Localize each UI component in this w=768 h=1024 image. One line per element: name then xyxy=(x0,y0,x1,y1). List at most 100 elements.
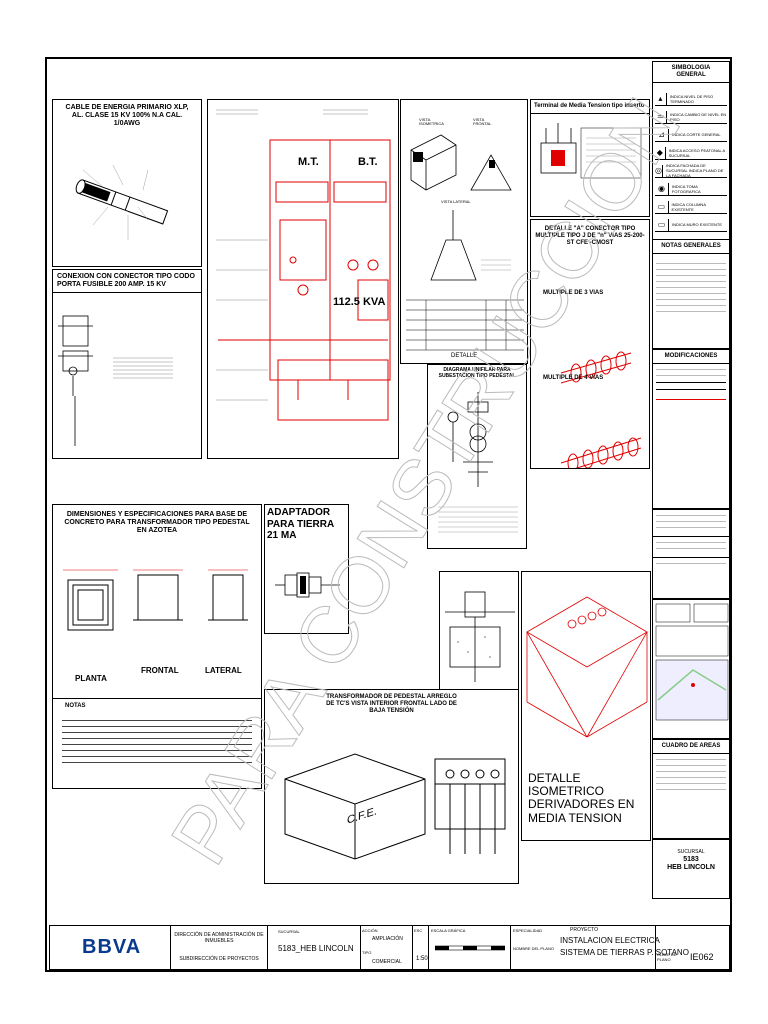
cuadro-areas-panel: CUADRO DE AREAS xyxy=(652,739,730,839)
legend-item-label: INDICA NIVEL DE PISO TERMINADO xyxy=(669,93,714,104)
legend-item: ◎INDICA FACHADA DE SUCURSAL INDICA PLANO… xyxy=(655,163,727,178)
legend-item-label: INDICA ACCESO PEATONAL A SUCURSAL xyxy=(668,147,725,158)
accion-label: ACCIÓN xyxy=(362,928,378,933)
vistas-panel: VISTA ISOMETRICA VISTA FRONTAL VISTA LAT… xyxy=(400,99,528,364)
cable-panel: CABLE DE ENERGIA PRIMARIO XLP, AL. CLASE… xyxy=(52,99,202,267)
adaptador-title: ADAPTADOR PARA TIERRA 21 MA xyxy=(267,507,334,541)
legend-item-label: INDICA CAMBIO DE NIVEL EN PISO xyxy=(670,111,727,122)
legend-symbol-icon: ▭ xyxy=(655,218,669,231)
sucursal-name: HEB LINCOLN xyxy=(667,863,715,871)
legend-item: ═INDICA CAMBIO DE NIVEL EN PISO xyxy=(655,110,727,124)
subdireccion-label: SUBDIRECCIÓN DE PROYECTOS xyxy=(179,956,259,962)
tipo-label: TIPO xyxy=(362,950,372,955)
brand-logo: BBVA xyxy=(82,936,142,958)
croquis-panel xyxy=(652,599,730,739)
terminal-title: Terminal de Media Tension tipo inserto xyxy=(531,100,649,114)
legend-symbol-icon: ◉ xyxy=(655,182,669,195)
mt-label: M.T. xyxy=(298,156,319,168)
accion-value: AMPLIACIÓN xyxy=(372,936,403,942)
clave-value: IE062 xyxy=(690,952,714,962)
tierra-drawing xyxy=(445,591,515,682)
vistas-drawing xyxy=(406,134,524,351)
bt-label: B.T. xyxy=(358,156,378,168)
multiple3-label: MULTIPLE DE 3 VIAS xyxy=(543,290,604,296)
cable-drawing xyxy=(75,164,169,240)
conector-title: DETALLE "A" CONECTOR TIPO MULTIPLE TIPO … xyxy=(535,226,645,246)
legend-symbol-icon: ═ xyxy=(655,110,668,123)
legend-item-label: INDICA MURO EXISTENTE xyxy=(672,222,723,227)
drawing-sheet: SIMBOLOGIA GENERAL ▴INDICA NIVEL DE PISO… xyxy=(45,57,732,972)
escala-grafica-label: ESCALA GRÁFICA xyxy=(431,928,466,933)
isometrico-drawing xyxy=(526,596,648,738)
lateral-label: LATERAL xyxy=(205,666,242,675)
kva-label: 112.5 KVA xyxy=(333,296,385,308)
legend-item: ◉INDICA TOMA FOTOGRAFICA xyxy=(655,182,727,196)
codo-drawing xyxy=(58,315,173,446)
base-drawing xyxy=(63,569,248,631)
escala-value: 1:50 xyxy=(416,956,428,962)
tierra-panel xyxy=(439,571,519,691)
codo-title: CONEXION CON CONECTOR TIPO CODO PORTA FU… xyxy=(53,270,201,294)
isometrico-title: DETALLE ISOMETRICO DERIVADORES EN MEDIA … xyxy=(528,771,635,825)
legend-symbol-icon: ▭ xyxy=(655,200,669,213)
unifilar-title: DIAGRAMA UNIFILAR PARA SUBESTACION TIPO … xyxy=(438,367,516,379)
legend-item: ⊿INDICA CORTE GENERAL xyxy=(655,128,727,142)
legend-symbol-icon: ⊿ xyxy=(655,128,669,141)
notas-generales-text xyxy=(653,254,729,312)
base-notas-panel: NOTAS xyxy=(52,699,262,789)
legend-item-label: INDICA TOMA FOTOGRAFICA xyxy=(671,183,701,194)
frontal-label: FRONTAL xyxy=(141,666,179,675)
sucursal-label: SUCURSAL xyxy=(677,849,705,855)
trafo-panel: TRANSFORMADOR DE PEDESTAL ARREGLO DE TC'… xyxy=(264,689,519,884)
propietario-panel xyxy=(652,509,730,599)
croquis-map xyxy=(655,603,729,721)
notas-label: NOTAS xyxy=(65,703,86,709)
base-title: DIMENSIONES Y ESPECIFICACIONES PARA BASE… xyxy=(64,511,250,535)
legend-symbol-icon: ◎ xyxy=(655,164,663,177)
base-panel: DIMENSIONES Y ESPECIFICACIONES PARA BASE… xyxy=(52,504,262,699)
nombre-plano-line1: INSTALACION ELECTRICA xyxy=(560,936,660,945)
pedestal-drawing: M.T. B.T. 112.5 KVA xyxy=(216,109,391,421)
modificaciones-title: MODIFICACIONES xyxy=(653,350,729,364)
legend-item: ▭INDICA COLUMNA EXISTENTE xyxy=(655,200,727,214)
nombre-plano-line2: SISTEMA DE TIERRAS P. SOTANO xyxy=(560,948,689,957)
clave-label: CLAVE DE PLANO xyxy=(657,952,677,962)
unifilar-drawing xyxy=(438,392,518,533)
legend-item: ▴INDICA NIVEL DE PISO TERMINADO xyxy=(655,92,727,106)
tipo-value: COMERCIAL xyxy=(372,959,402,965)
adaptador-panel: ADAPTADOR PARA TIERRA 21 MA xyxy=(264,504,349,634)
title-block: BBVA DIRECCIÓN DE ADMINISTRACIÓN DE INMU… xyxy=(49,925,730,970)
sucursal-panel: SUCURSAL 5183 HEB LINCOLN xyxy=(652,839,730,899)
proyecto-label: PROYECTO xyxy=(570,927,598,933)
legend-symbol-icon: ◆ xyxy=(655,146,666,159)
trafo-title: TRANSFORMADOR DE PEDESTAL ARREGLO DE TC'… xyxy=(326,694,457,714)
modificaciones-panel: MODIFICACIONES xyxy=(652,349,730,509)
legend-item-label: INDICA CORTE GENERAL xyxy=(672,132,721,137)
legend-panel: SIMBOLOGIA GENERAL ▴INDICA NIVEL DE PISO… xyxy=(652,61,730,241)
notas-generales-panel: NOTAS GENERALES xyxy=(652,239,730,349)
especialidad-label: ESPECIALIDAD xyxy=(513,928,543,933)
legend-item: ◆INDICA ACCESO PEATONAL A SUCURSAL xyxy=(655,146,727,160)
legend-item-label: INDICA COLUMNA EXISTENTE xyxy=(671,201,706,212)
legend-title: SIMBOLOGIA GENERAL xyxy=(653,62,729,83)
sucursal-number: 5183 xyxy=(683,855,699,863)
direccion-label: DIRECCIÓN DE ADMINISTRACIÓN DE INMUEBLES xyxy=(174,932,264,944)
sucursal-value: 5183_HEB LINCOLN xyxy=(278,944,354,953)
esc-label: ESC xyxy=(414,928,423,933)
conector-panel: DETALLE "A" CONECTOR TIPO MULTIPLE TIPO … xyxy=(530,219,650,469)
sucursal-label: SUCURSAL xyxy=(278,929,300,934)
adaptador-drawing xyxy=(275,572,340,598)
detalle-label: DETALLE xyxy=(451,353,478,359)
unifilar-panel: DIAGRAMA UNIFILAR PARA SUBESTACION TIPO … xyxy=(427,364,527,549)
legend-item: ▭INDICA MURO EXISTENTE xyxy=(655,218,727,232)
cuadro-areas-title: CUADRO DE AREAS xyxy=(653,740,729,754)
isometrico-panel: DETALLE ISOMETRICO DERIVADORES EN MEDIA … xyxy=(521,571,651,841)
notas-generales-title: NOTAS GENERALES xyxy=(653,240,729,254)
vista-iso-label: VISTA ISOMETRICA xyxy=(419,117,444,127)
planta-label: PLANTA xyxy=(75,674,107,683)
multiple-drawing xyxy=(560,351,642,468)
cable-title: CABLE DE ENERGIA PRIMARIO XLP, AL. CLASE… xyxy=(65,104,189,128)
legend-symbol-icon: ▴ xyxy=(655,92,667,105)
legend-item-label: INDICA FACHADA DE SUCURSAL INDICA PLANO … xyxy=(665,163,724,178)
multiple4-label: MULTIPLE DE 4 VIAS xyxy=(543,375,604,381)
